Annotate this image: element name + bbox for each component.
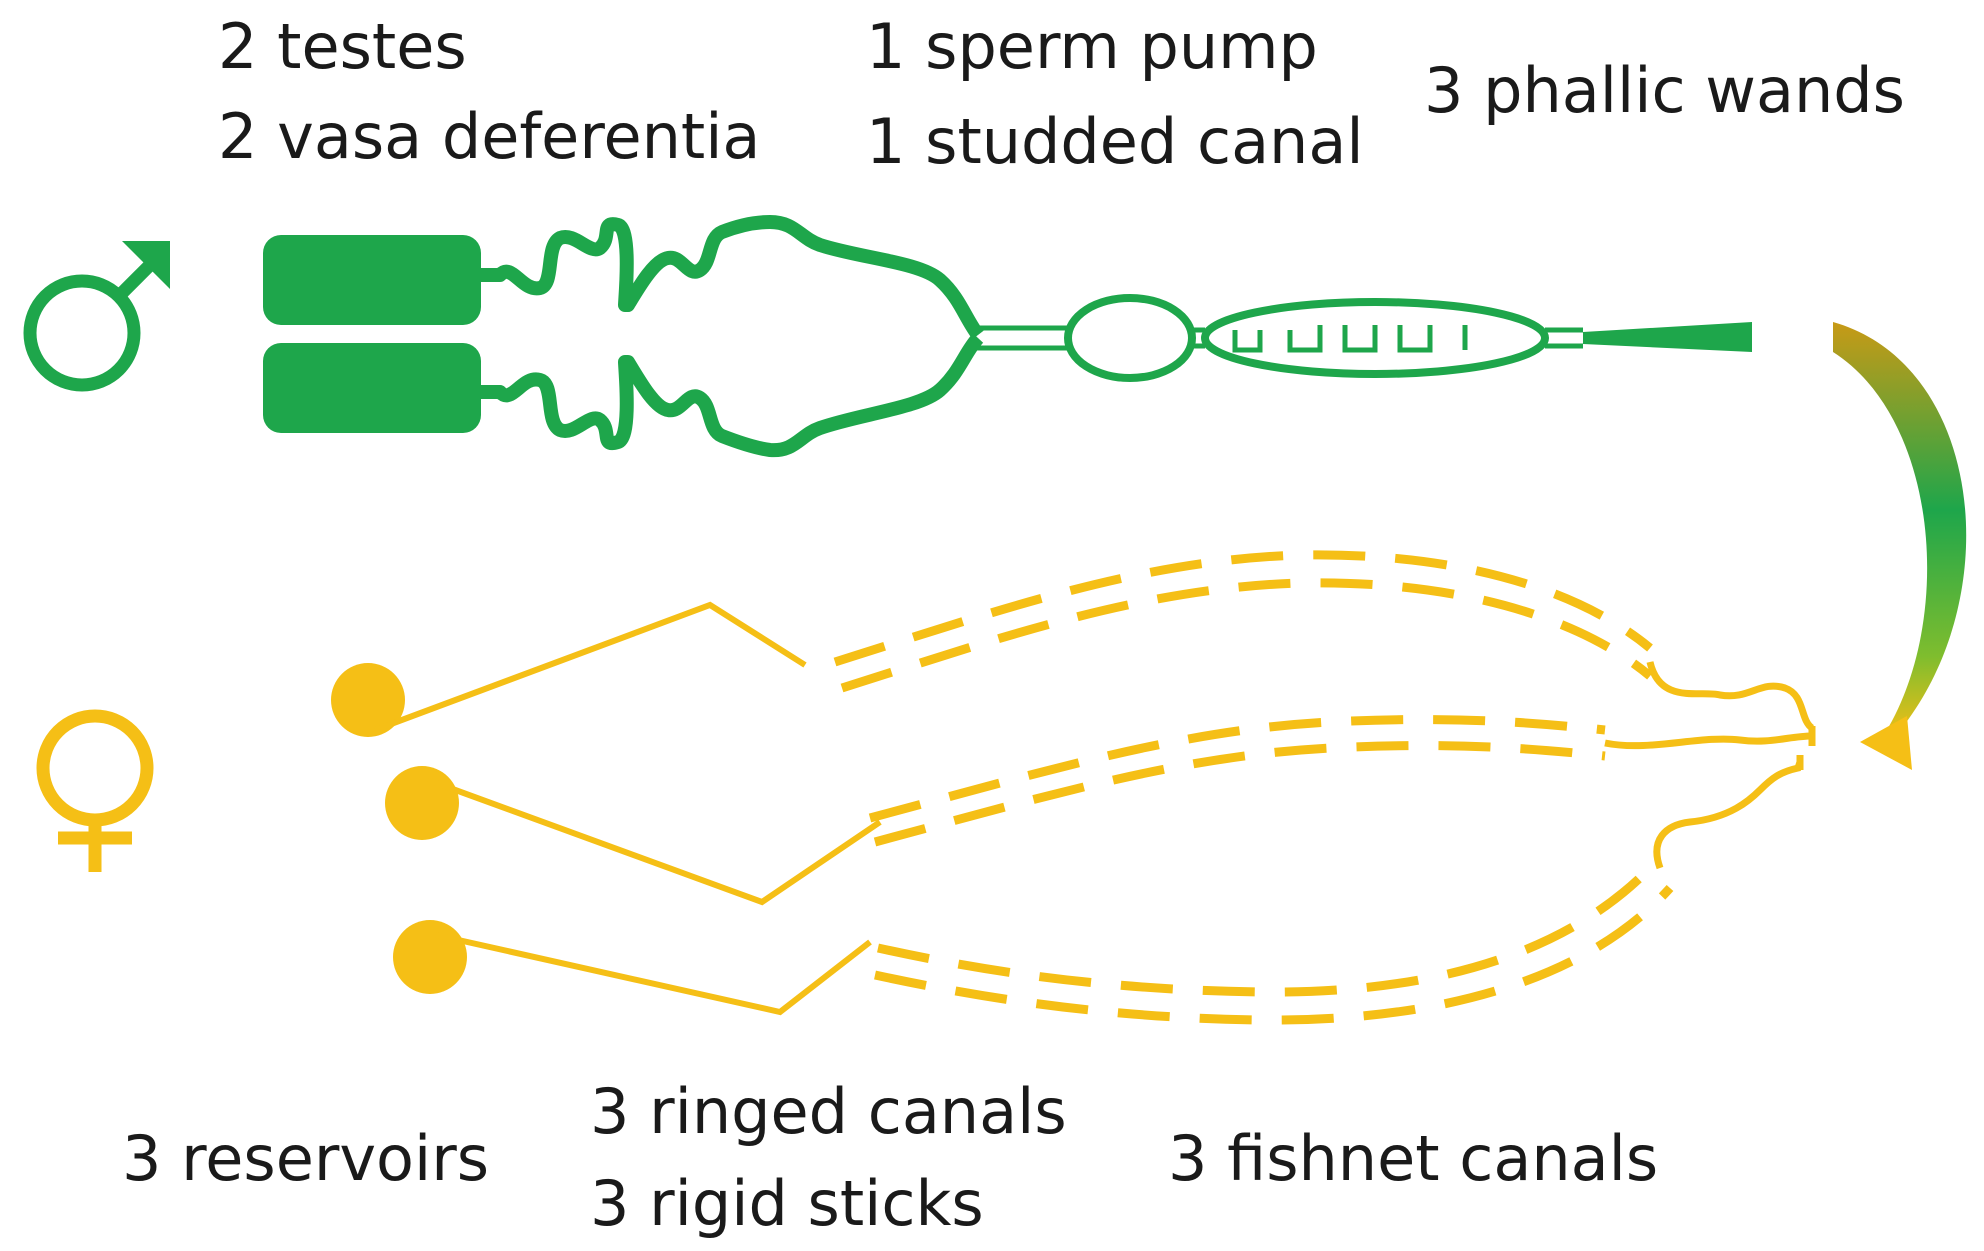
label-fishnet-canals: 3 fishnet canals xyxy=(1168,1122,1658,1195)
rigid-stick-2 xyxy=(426,777,882,906)
label-reservoirs: 3 reservoirs xyxy=(122,1122,489,1195)
label-phallic-wands: 3 phallic wands xyxy=(1424,54,1905,127)
label-vasa-deferentia: 2 vasa deferentia xyxy=(218,100,760,173)
fishnet-canal-2 xyxy=(1604,732,1813,750)
rigid-stick-1 xyxy=(373,601,807,733)
ringed-canal-2 xyxy=(868,715,1606,847)
reservoir-1 xyxy=(331,663,405,737)
vas-deferens-upper xyxy=(481,215,984,340)
female-symbol-icon xyxy=(36,709,154,872)
phallic-wand xyxy=(1583,322,1752,352)
ringed-canal-3 xyxy=(874,864,1674,1025)
label-sperm-pump: 1 sperm pump xyxy=(866,10,1318,83)
male-symbol-icon xyxy=(23,241,170,392)
testis-upper xyxy=(263,235,481,325)
label-ringed-canals: 3 ringed canals xyxy=(590,1075,1067,1148)
labels: 2 testes 2 vasa deferentia 1 sperm pump … xyxy=(122,10,1905,1240)
label-rigid-sticks: 3 rigid sticks xyxy=(590,1167,984,1240)
fishnet-canal-1 xyxy=(1646,661,1815,731)
genital-opening xyxy=(1796,726,1816,770)
wand-connector xyxy=(1545,327,1583,349)
sperm-pump xyxy=(1064,294,1196,382)
testis-lower xyxy=(263,343,481,433)
transfer-arrow xyxy=(1833,322,1967,770)
reservoir-3 xyxy=(393,920,467,994)
reservoir-2 xyxy=(385,766,459,840)
fishnet-canal-3 xyxy=(1653,760,1804,870)
pump-connector xyxy=(1192,327,1205,349)
rigid-stick-3 xyxy=(435,932,872,1016)
vas-deferens-lower xyxy=(481,333,984,458)
studded-canal-studs xyxy=(1232,325,1468,353)
label-testes: 2 testes xyxy=(218,10,467,83)
ringed-canal-1 xyxy=(833,550,1653,693)
male-system xyxy=(263,215,1752,458)
label-studded-canal: 1 studded canal xyxy=(866,105,1364,178)
female-system xyxy=(331,550,1816,1025)
